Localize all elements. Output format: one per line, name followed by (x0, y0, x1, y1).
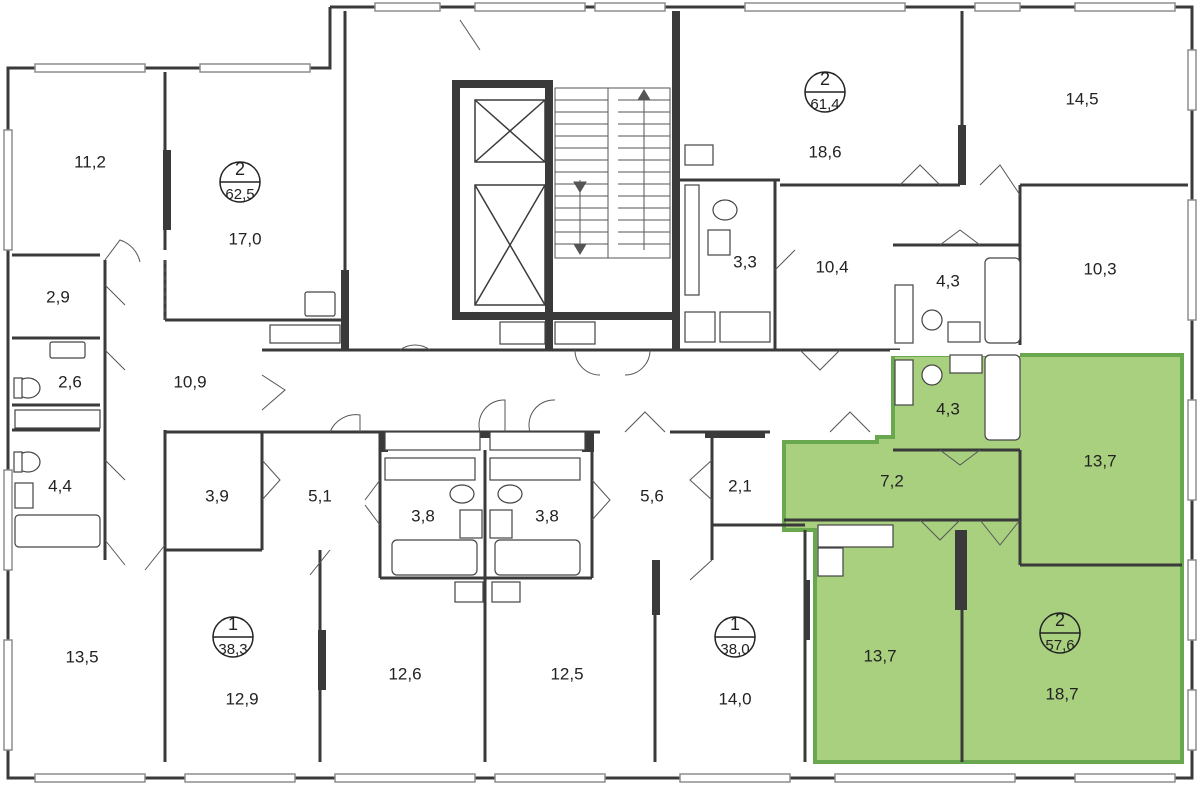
room-area: 3,3 (733, 252, 757, 271)
apartment-rooms: 1 (730, 614, 740, 634)
apartment-rooms: 2 (235, 159, 245, 179)
room-area: 4,3 (936, 271, 960, 290)
room-area: 3,8 (411, 506, 435, 525)
room-area: 12,6 (388, 664, 421, 683)
room-area: 13,7 (1083, 451, 1116, 470)
apartment-total-area: 62,5 (225, 186, 254, 203)
bathroom-fixtures (13, 144, 1021, 603)
room-area: 3,8 (535, 506, 559, 525)
room-area: 4,3 (936, 399, 960, 418)
apartment-rooms: 2 (1055, 610, 1065, 630)
room-area: 12,9 (225, 689, 258, 708)
door-swings (104, 19, 1021, 581)
apartment-rooms: 2 (820, 69, 830, 89)
room-area: 2,6 (58, 372, 82, 391)
apartment-rooms: 1 (228, 614, 238, 634)
room-area: 5,1 (308, 486, 332, 505)
apartment-badge: 1 38,0 (714, 614, 756, 658)
room-area: 10,4 (815, 257, 848, 276)
room-area: 10,3 (1083, 259, 1116, 278)
room-area: 2,1 (728, 476, 752, 495)
room-area: 14,5 (1065, 89, 1098, 108)
room-area: 14,0 (718, 689, 751, 708)
apartment-badge: 2 57,6 (1039, 610, 1081, 654)
room-area: 13,5 (65, 647, 98, 666)
room-area: 2,9 (46, 287, 70, 306)
outer-walls (6, 5, 1194, 780)
windows (3, 2, 1197, 783)
room-area: 4,4 (48, 476, 72, 495)
highlighted-apartment[interactable] (782, 353, 1184, 764)
apartment-total-area: 38,0 (720, 641, 749, 658)
bearing-walls (163, 11, 1020, 690)
apartment-badge: 2 62,5 (219, 159, 261, 203)
staircase (554, 87, 671, 259)
room-area: 11,2 (74, 152, 106, 171)
room-area: 7,2 (880, 471, 904, 490)
apartment-badge: 1 38,3 (212, 614, 254, 658)
room-area: 5,6 (640, 486, 664, 505)
elevator-shafts (474, 99, 546, 306)
room-area: 13,7 (863, 646, 896, 665)
apartment-total-area: 38,3 (218, 641, 247, 658)
apartment-total-area: 57,6 (1045, 637, 1074, 654)
room-area-labels: 11,2 17,0 2,9 2,6 10,9 4,4 13,5 3,9 5,1 … (46, 89, 1116, 708)
apartment-badge: 2 61,4 (804, 69, 846, 113)
room-area: 12,5 (550, 664, 583, 683)
room-area: 3,9 (205, 486, 229, 505)
room-area: 17,0 (228, 229, 261, 248)
apartment-total-area: 61,4 (810, 96, 839, 113)
room-area: 18,6 (808, 142, 841, 161)
room-area: 10,9 (173, 372, 206, 391)
room-area: 18,7 (1045, 684, 1078, 703)
